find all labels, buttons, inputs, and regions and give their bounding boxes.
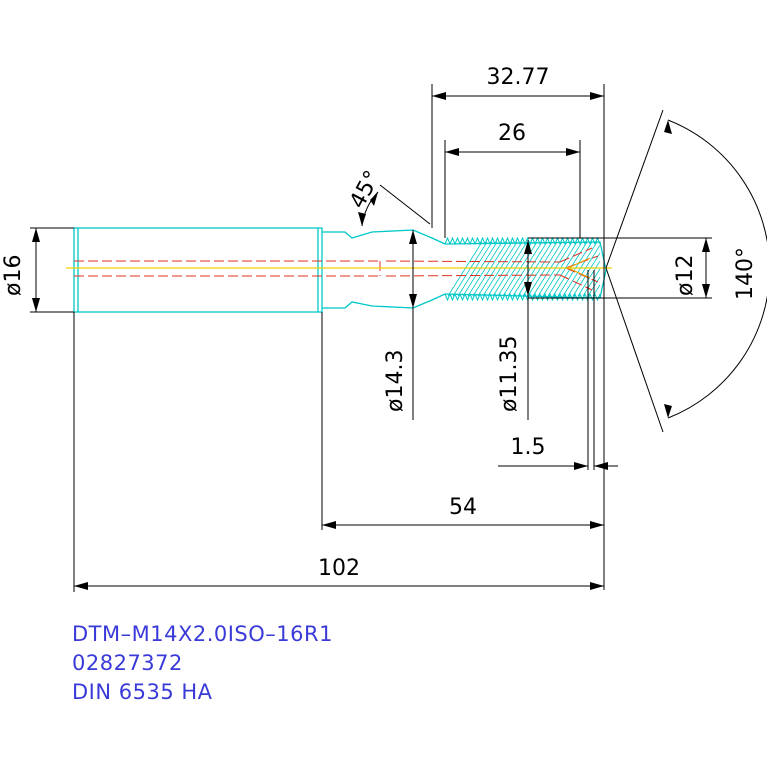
dim-1-5: 1.5: [511, 435, 546, 460]
arrowheads: [32, 92, 710, 590]
standard: DIN 6535 HA: [72, 680, 213, 704]
dim-32-77: 32.77: [487, 65, 550, 90]
dim-54: 54: [449, 495, 477, 520]
dim-26: 26: [498, 121, 526, 146]
dim-dia-14-3: ø14.3: [383, 350, 408, 412]
dim-dia-12: ø12: [673, 255, 698, 296]
dim-45-deg: 45°: [345, 167, 385, 213]
coolant-channel: [74, 247, 599, 291]
neck: [322, 229, 446, 309]
shank: [73, 227, 323, 313]
thread-teeth: [444, 236, 601, 302]
tip-detail: [567, 257, 591, 279]
thread-helix: [447, 241, 601, 297]
thread-body: [444, 241, 607, 299]
dim-140-deg: 140°: [733, 247, 758, 300]
dim-dia-16: ø16: [1, 255, 26, 296]
part-code: DTM–M14X2.0ISO–16R1: [72, 622, 333, 646]
dimension-lines: [30, 84, 767, 592]
tool-outline: [73, 227, 607, 313]
dim-102: 102: [318, 556, 360, 581]
part-number: 02827372: [72, 651, 183, 675]
dim-dia-11-35: ø11.35: [497, 336, 522, 412]
